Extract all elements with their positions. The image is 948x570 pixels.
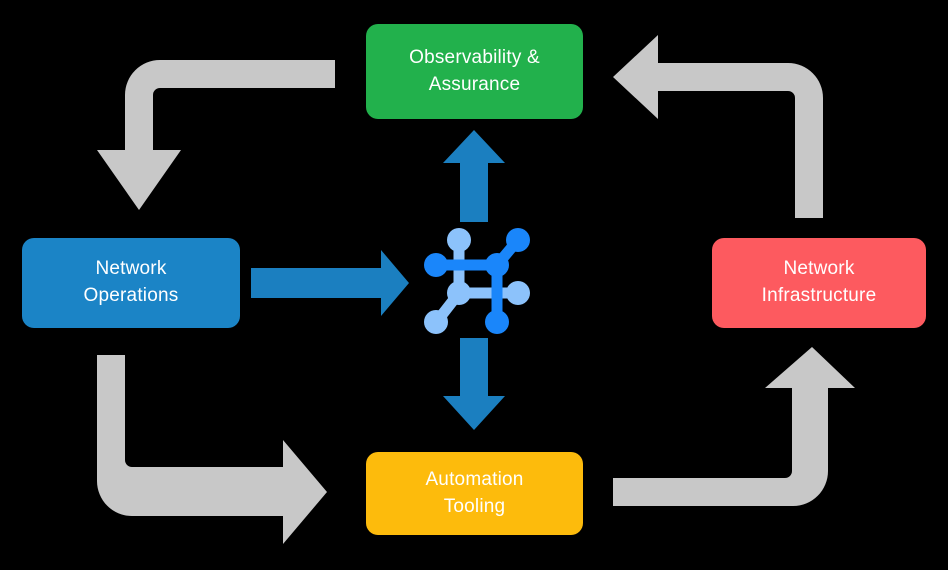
connector-infrastructure-to-observability (613, 35, 823, 218)
connector-hub-to-observability (443, 130, 505, 222)
connector-ops-to-automation (97, 355, 327, 544)
connector-ops-to-hub (251, 250, 409, 316)
connector-observability-to-ops (97, 60, 335, 210)
node-network-infrastructure[interactable]: Network Infrastructure (712, 238, 926, 328)
node-network-operations[interactable]: Network Operations (22, 238, 240, 328)
node-automation-tooling[interactable]: Automation Tooling (366, 452, 583, 535)
network-topology-icon (424, 228, 530, 334)
connector-hub-to-automation (443, 338, 505, 430)
node-observability-assurance[interactable]: Observability & Assurance (366, 24, 583, 119)
connector-automation-to-infrastructure (613, 347, 855, 506)
